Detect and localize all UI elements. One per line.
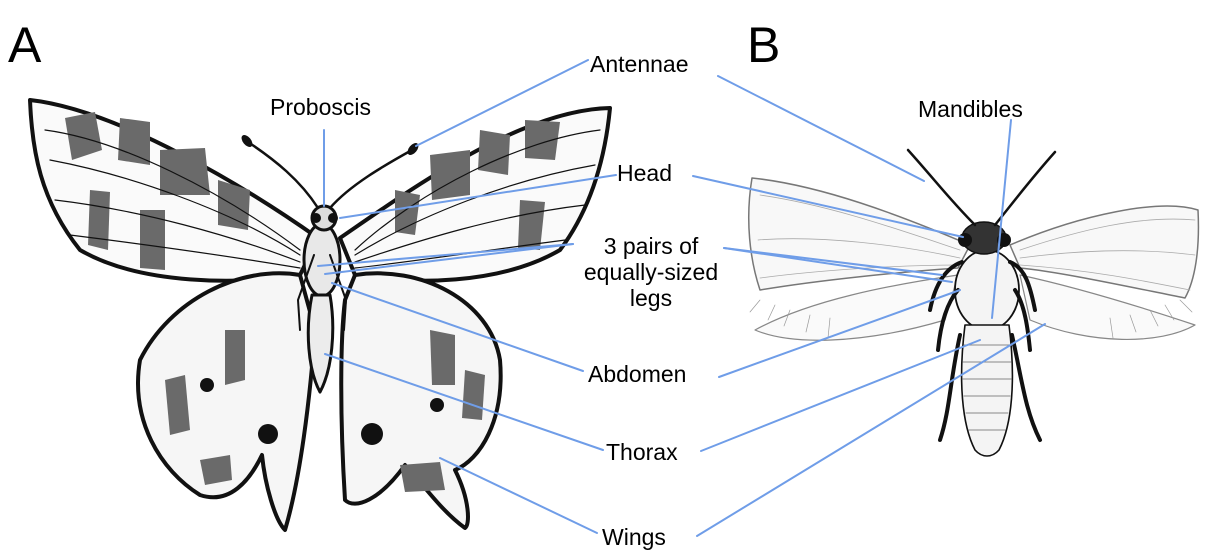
label-legs-line1: 3 pairs of (566, 233, 736, 259)
butterfly-left-hindwing (138, 273, 315, 530)
butterfly-illustration (30, 100, 610, 530)
panel-label-a: A (8, 20, 41, 70)
label-legs-line3: legs (566, 285, 736, 311)
moth-left-forewing (749, 178, 970, 290)
butterfly-left-eyespot (258, 424, 278, 444)
butterfly-thorax (304, 224, 340, 296)
label-proboscis: Proboscis (270, 94, 371, 120)
label-abdomen: Abdomen (588, 361, 686, 387)
leader-antennae-b (718, 76, 924, 181)
label-legs: 3 pairs of equally-sized legs (566, 233, 736, 311)
label-wings: Wings (602, 524, 666, 550)
moth-antenna-left (908, 150, 975, 225)
panel-label-b: B (747, 20, 780, 70)
label-mandibles: Mandibles (918, 96, 1023, 122)
moth-illustration (749, 150, 1199, 456)
label-antennae: Antennae (590, 51, 688, 77)
label-thorax: Thorax (606, 439, 678, 465)
butterfly-right-eyespot (361, 423, 383, 445)
label-head: Head (617, 160, 672, 186)
leader-thorax-b (701, 340, 980, 451)
label-legs-line2: equally-sized (566, 259, 736, 285)
